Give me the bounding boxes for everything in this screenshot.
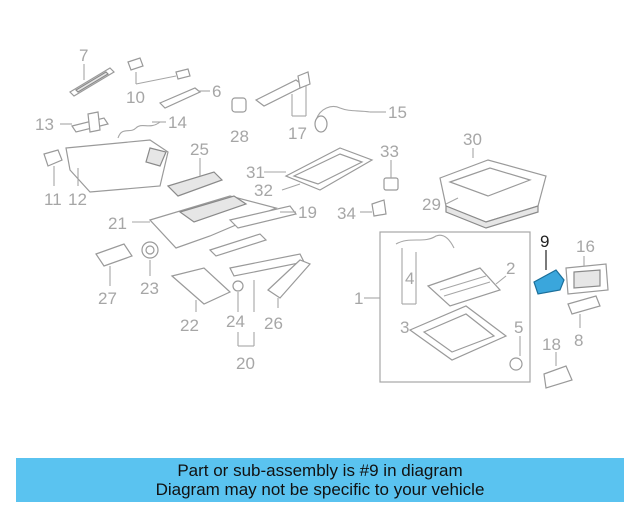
callout-23: 23 — [140, 279, 159, 298]
part-12-trim — [65, 139, 169, 193]
callout-34: 34 — [337, 204, 356, 223]
part-34 — [371, 199, 387, 217]
callout-27: 27 — [98, 289, 117, 308]
part-27 — [95, 243, 133, 267]
part-7 — [69, 67, 115, 97]
info-banner: Part or sub-assembly is #9 in diagram Di… — [16, 458, 624, 502]
callout-17: 17 — [288, 124, 307, 143]
part-10-clip — [127, 57, 191, 80]
part-8 — [567, 295, 601, 315]
part-26 — [267, 259, 312, 299]
callout-33: 33 — [380, 142, 399, 161]
banner-line-1: Part or sub-assembly is #9 in diagram — [177, 461, 463, 480]
callout-26: 26 — [264, 314, 283, 333]
part-15-cable — [314, 105, 371, 133]
callout-18: 18 — [542, 335, 561, 354]
part-20-24-rail — [208, 233, 305, 292]
part-11 — [43, 149, 63, 167]
callout-31: 31 — [246, 163, 265, 182]
callout-20: 20 — [236, 354, 255, 373]
part-25 — [166, 171, 224, 197]
callout-5: 5 — [514, 318, 523, 337]
part-22 — [170, 267, 232, 305]
part-23 — [141, 241, 159, 259]
callout-21: 21 — [108, 214, 127, 233]
part-13 — [71, 111, 109, 133]
part-31-32-frame — [284, 147, 374, 191]
parts-diagram: 7 10 6 13 14 11 12 28 17 — [35, 46, 609, 389]
callout-28: 28 — [230, 127, 249, 146]
callout-25: 25 — [190, 140, 209, 159]
callout-8: 8 — [574, 331, 583, 350]
callout-2: 2 — [506, 259, 515, 278]
callout-24: 24 — [226, 312, 245, 331]
part-6 — [158, 87, 202, 109]
callout-19: 19 — [298, 203, 317, 222]
callout-29: 29 — [422, 195, 441, 214]
part-4-cable — [395, 234, 455, 249]
part-28 — [231, 97, 247, 113]
callout-1: 1 — [354, 289, 363, 308]
callout-10: 10 — [126, 88, 145, 107]
part-5 — [509, 357, 523, 371]
callout-16: 16 — [576, 237, 595, 256]
callout-11: 11 — [44, 190, 62, 209]
callout-32: 32 — [254, 181, 273, 200]
part-18 — [543, 365, 573, 389]
inset-box — [379, 231, 531, 383]
callout-30: 30 — [463, 130, 482, 149]
callout-4: 4 — [405, 269, 414, 288]
banner-line-2: Diagram may not be specific to your vehi… — [155, 480, 485, 499]
callout-12: 12 — [68, 190, 87, 209]
callout-22: 22 — [180, 316, 199, 335]
callout-7: 7 — [79, 46, 88, 65]
part-33 — [383, 177, 399, 191]
part-2 — [426, 267, 502, 307]
part-19-21-frame — [148, 195, 298, 249]
callout-14: 14 — [168, 113, 187, 132]
callout-13: 13 — [35, 115, 54, 134]
callout-6: 6 — [212, 82, 221, 101]
callout-9: 9 — [540, 232, 549, 251]
part-3 — [408, 305, 508, 361]
part-9-highlighted[interactable] — [533, 269, 565, 295]
part-16 — [565, 263, 609, 295]
part-14-cable — [117, 121, 161, 139]
part-17-handle — [254, 71, 311, 107]
callout-3: 3 — [400, 318, 409, 337]
part-29-30-cushion — [439, 159, 547, 229]
callout-15: 15 — [388, 103, 407, 122]
